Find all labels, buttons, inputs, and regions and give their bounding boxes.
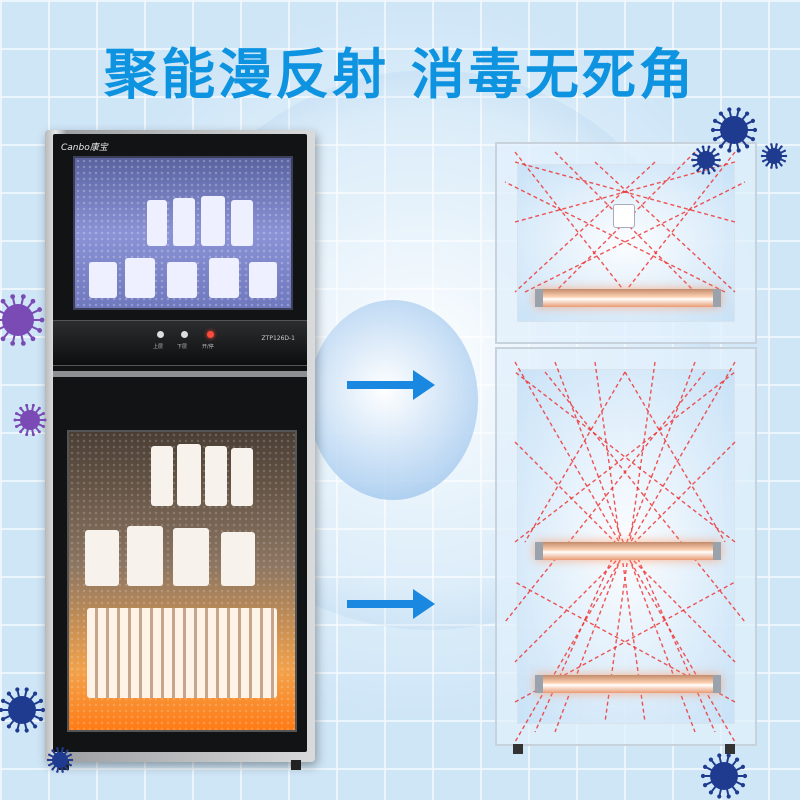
upper-label: 上层 [153, 344, 164, 350]
reflection-ray [514, 161, 656, 293]
cup [167, 262, 197, 298]
cabinet-divider [53, 371, 307, 377]
bowl-stack [173, 198, 195, 246]
reflection-diagram [495, 142, 757, 754]
model-number: ZTP126D-1 [261, 335, 295, 342]
upper-button[interactable] [157, 331, 164, 338]
reflection-ray [594, 361, 646, 723]
cup [125, 258, 155, 298]
bowl-stack [177, 444, 201, 506]
upper-compartment [73, 156, 293, 310]
cabinet-foot [513, 744, 523, 754]
reflection-ray [504, 371, 706, 623]
cup [249, 262, 277, 298]
reflection-ray [624, 371, 726, 543]
virus-icon [0, 687, 74, 773]
power-label: 开/停 [202, 344, 214, 350]
cup-stack [85, 530, 119, 586]
reflection-ray [524, 181, 746, 293]
brand-logo: Canbo康宝 [61, 143, 108, 153]
bowl-stack [231, 200, 253, 246]
arrow-right-icon [347, 589, 437, 619]
bowl-stack [231, 448, 253, 506]
bowl-stack [201, 196, 225, 246]
uv-lamp-icon [535, 542, 721, 560]
reflection-ray [524, 371, 626, 543]
reflection-ray [634, 551, 716, 733]
reflection-ray [604, 361, 656, 723]
cabinet-foot [291, 760, 301, 770]
cabinet-front-glass: Canbo康宝 上层 下层 开/停 ZTP126D-1 [53, 134, 307, 752]
control-panel: 上层 下层 开/停 ZTP126D-1 [53, 320, 307, 366]
sensor-module [613, 204, 635, 228]
uv-lamp-icon [535, 675, 721, 693]
lower-compartment [67, 430, 297, 732]
lower-button[interactable] [181, 331, 188, 338]
power-button[interactable] [207, 331, 214, 338]
virus-icon [691, 107, 788, 175]
reflection-ray [624, 151, 736, 293]
uv-lamp-icon [535, 289, 721, 307]
cup-stack [221, 532, 255, 586]
cup [89, 262, 117, 298]
reflection-ray [594, 161, 736, 293]
cabinet-foot [725, 744, 735, 754]
reflection-ray [514, 371, 736, 543]
reflection-ray [514, 161, 736, 223]
lower-label: 下层 [177, 344, 188, 350]
virus-icon [700, 753, 748, 799]
disinfection-cabinet: Canbo康宝 上层 下层 开/停 ZTP126D-1 [45, 130, 315, 770]
bowl-stack [147, 200, 167, 246]
reflection-ray [514, 151, 626, 293]
cup [209, 258, 239, 298]
plate-rack [87, 608, 277, 698]
cup-stack [173, 528, 209, 586]
reflection-ray [544, 371, 746, 623]
headline: 聚能漫反射 消毒无死角 [104, 43, 696, 106]
reflection-ray [514, 371, 736, 543]
bowl-stack [205, 446, 227, 506]
reflection-ray [504, 181, 726, 293]
virus-icon [0, 294, 47, 437]
cup-stack [127, 526, 163, 586]
reflection-rays [504, 151, 746, 743]
reflection-ray [534, 551, 616, 733]
bowl-stack [151, 446, 173, 506]
center-orb [308, 300, 478, 500]
arrow-right-icon [347, 370, 437, 400]
